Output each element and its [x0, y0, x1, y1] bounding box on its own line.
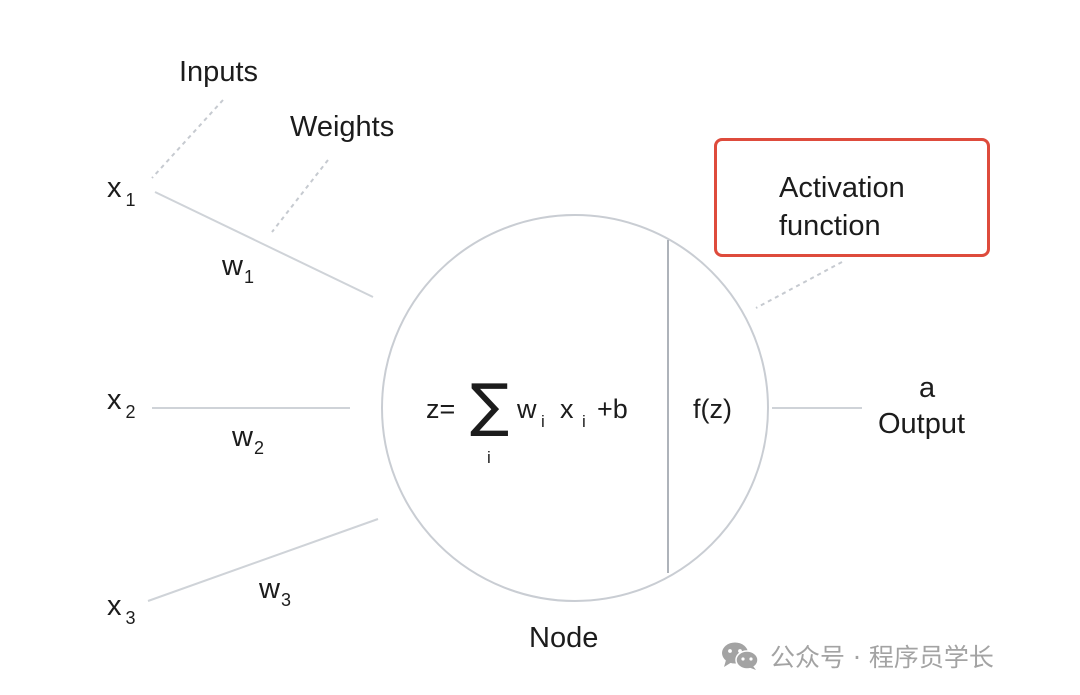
weight-w3: w3 [259, 573, 291, 610]
input-x2-sub: 2 [125, 402, 136, 422]
sigma-symbol: ∑ [470, 371, 510, 439]
weight-w2: w2 [232, 421, 264, 458]
weight-w2-var: w [232, 421, 253, 453]
formula-lhs: z= [426, 394, 456, 424]
inputs-label: Inputs [179, 56, 258, 88]
activation-function-box: Activation function [714, 138, 990, 257]
activation-call-label: f(z) [693, 394, 732, 424]
weights-label: Weights [290, 111, 395, 143]
output-label: Output [878, 408, 966, 440]
sigma-index: i [487, 448, 491, 467]
watermark: 公众号 · 程序员学长 [720, 638, 994, 674]
node-circle [381, 214, 769, 602]
activation-line-2: function [779, 210, 881, 242]
activation-pointer [755, 261, 843, 309]
node-label: Node [529, 622, 599, 654]
inputs-pointer [151, 99, 224, 179]
input-x1-sub: 1 [125, 190, 136, 210]
weight-w3-var: w [259, 573, 280, 605]
weight-w2-sub: 2 [253, 438, 264, 458]
input-line-1 [154, 191, 374, 298]
input-line-3 [147, 518, 379, 602]
formula-w: w [517, 394, 537, 424]
formula-tail: +b [597, 394, 628, 424]
input-x3-var: x [107, 590, 122, 622]
weights-pointer [271, 159, 329, 233]
wechat-icon [722, 642, 759, 670]
watermark-text: 公众号 · 程序员学长 [770, 643, 994, 672]
formula-x: x [560, 394, 574, 424]
input-x1-var: x [107, 172, 122, 204]
weight-w1-var: w [222, 250, 243, 282]
weight-w1-sub: 1 [243, 267, 254, 287]
formula-w-sub: i [541, 412, 545, 431]
activation-function-label: Activation function [779, 169, 905, 245]
formula-x-sub: i [582, 412, 586, 431]
output-var-label: a [919, 372, 936, 404]
weight-w1: w1 [222, 250, 254, 287]
weight-w3-sub: 3 [280, 590, 291, 610]
input-x2-var: x [107, 384, 122, 416]
activation-line-1: Activation [779, 172, 905, 204]
input-x3-sub: 3 [125, 608, 136, 628]
